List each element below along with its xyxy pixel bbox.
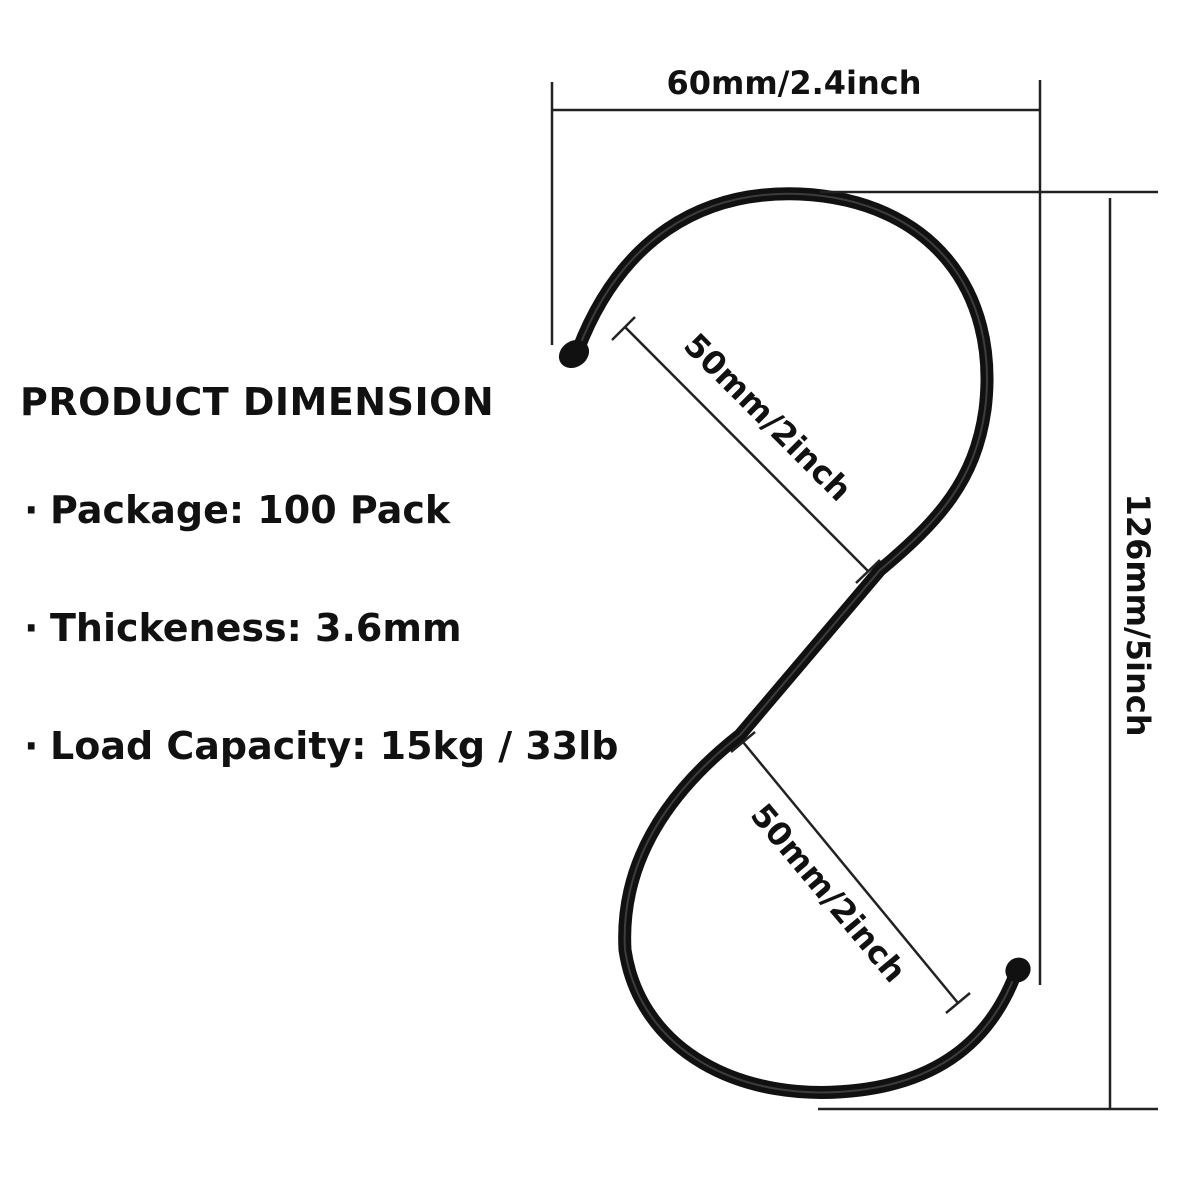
bullet-dot: ·	[24, 606, 39, 650]
upper-opening-label: 50mm/2inch	[676, 326, 859, 509]
lower-opening-tick-start	[730, 731, 756, 753]
s-hook-highlight	[577, 192, 1016, 1094]
spec-load-capacity: ·Load Capacity: 15kg / 33lb	[24, 724, 618, 768]
upper-opening-line	[624, 326, 869, 572]
lower-opening-label: 50mm/2inch	[743, 796, 914, 989]
upper-opening-dimension: 50mm/2inch	[611, 316, 881, 584]
width-dimension: 60mm/2.4inch	[550, 64, 1042, 985]
top-end-cap	[558, 339, 590, 369]
bullet-dot: ·	[24, 488, 39, 532]
upper-opening-tick-end	[855, 559, 881, 584]
height-dimension: 126mm/5inch	[818, 190, 1158, 1111]
upper-opening-tick-start	[611, 316, 636, 341]
spec-load-capacity-text: Load Capacity: 15kg / 33lb	[50, 724, 619, 768]
s-hook	[558, 187, 1031, 1099]
bullet-dot: ·	[24, 724, 39, 768]
spec-thickness: ·Thickeness: 3.6mm	[24, 606, 462, 650]
lower-opening-dimension: 50mm/2inch	[730, 731, 971, 1014]
spec-thickness-text: Thickeness: 3.6mm	[50, 606, 462, 650]
product-dimension-heading: PRODUCT DIMENSION	[20, 380, 495, 424]
spec-package-text: Package: 100 Pack	[50, 488, 451, 532]
width-label: 60mm/2.4inch	[666, 64, 921, 102]
height-label: 126mm/5inch	[1119, 494, 1157, 737]
s-hook-wire	[571, 187, 1022, 1099]
lower-opening-line	[742, 741, 959, 1004]
lower-opening-tick-end	[945, 992, 971, 1014]
bottom-end-cap	[1005, 957, 1031, 983]
spec-package: ·Package: 100 Pack	[24, 488, 450, 532]
